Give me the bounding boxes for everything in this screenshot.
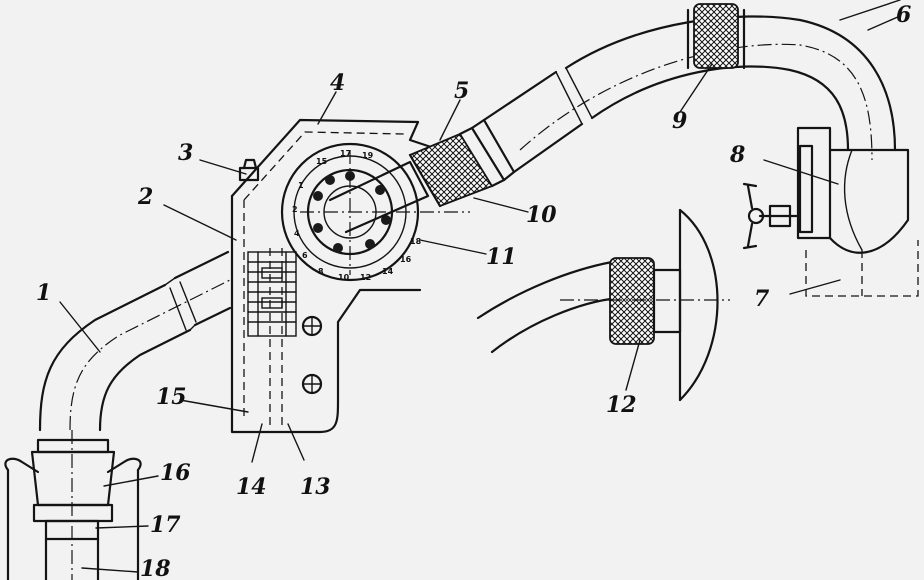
dial-holes — [313, 171, 391, 253]
leader-lines — [59, 15, 901, 573]
callout-4: 4 — [330, 70, 345, 96]
screw-top — [301, 315, 323, 337]
callout-7: 7 — [754, 286, 770, 312]
upper-hose — [482, 0, 901, 174]
dial-number: 15 — [316, 157, 328, 166]
callout-6: 6 — [896, 2, 911, 28]
screw-bottom — [301, 373, 323, 395]
callout-17: 17 — [150, 512, 181, 538]
reflector-assembly — [476, 208, 730, 402]
dial-number: 19 — [362, 151, 374, 160]
callout-2: 2 — [137, 184, 153, 210]
callout-9: 9 — [672, 108, 687, 134]
contact-block — [247, 251, 297, 337]
dial-number: 10 — [338, 273, 350, 282]
dial-number: 14 — [382, 267, 394, 276]
callout-14: 14 — [236, 474, 267, 500]
callout-3: 3 — [178, 140, 193, 166]
callout-18: 18 — [140, 556, 171, 580]
callout-10: 10 — [526, 202, 557, 228]
callout-13: 13 — [300, 474, 331, 500]
dial-number: 2 — [292, 205, 298, 214]
dial-number: 12 — [360, 273, 371, 282]
dial-numbers: 15 17 19 1 2 4 6 8 10 12 14 16 18 — [292, 149, 422, 282]
bottom-coupling — [4, 430, 142, 580]
dial-number: 1 — [298, 181, 304, 190]
callout-5: 5 — [454, 78, 469, 104]
knurled-nut — [609, 257, 655, 345]
callout-16: 16 — [160, 460, 191, 486]
housing — [230, 118, 442, 434]
callout-1: 1 — [36, 280, 51, 306]
dial: 15 17 19 1 2 4 6 8 10 12 14 16 18 — [280, 142, 470, 282]
dial-number: 8 — [318, 267, 324, 276]
knurled-sleeve — [693, 3, 739, 69]
dial-number: 16 — [400, 255, 412, 264]
dial-number: 17 — [340, 149, 351, 158]
callout-12: 12 — [606, 392, 637, 418]
callout-labels: 1 2 3 4 5 6 7 8 9 10 11 12 13 14 15 16 1… — [36, 2, 911, 580]
dial-number: 18 — [410, 237, 422, 246]
wing-bolt — [742, 182, 802, 250]
lower-left-hose — [38, 250, 232, 432]
dial-number: 6 — [302, 251, 308, 260]
dial-number: 4 — [294, 229, 300, 238]
handle — [328, 118, 516, 234]
callout-11: 11 — [486, 244, 517, 270]
callout-15: 15 — [156, 384, 187, 410]
callout-8: 8 — [729, 142, 745, 168]
bracket — [742, 126, 919, 297]
